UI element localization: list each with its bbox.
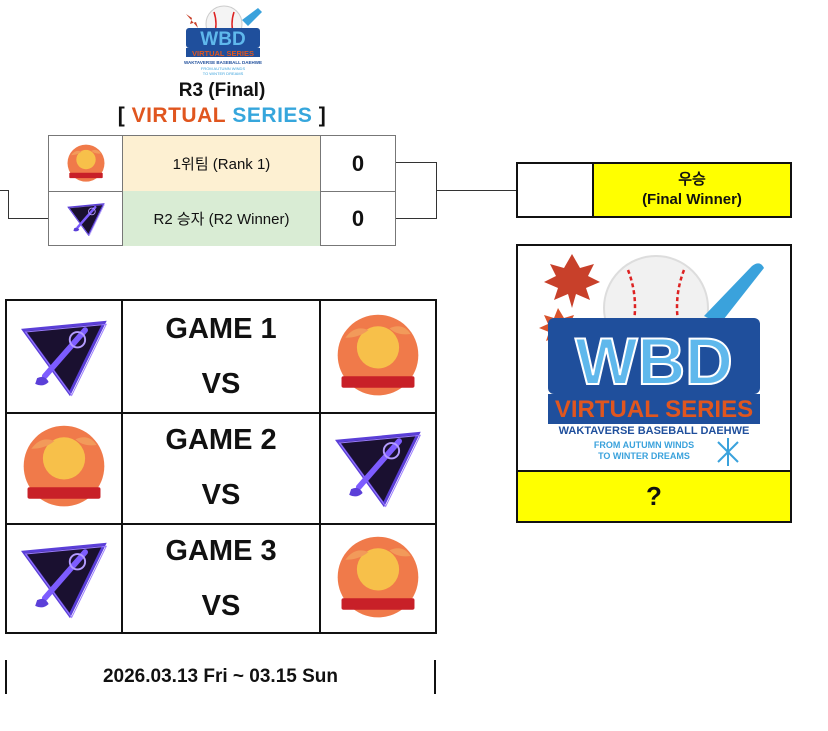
pretty-peaches-logo	[330, 531, 426, 627]
winner-label-en: (Final Winner)	[642, 191, 742, 208]
game-matchup: GAME 3 VS	[123, 523, 321, 634]
svg-text:FROM AUTUMN WINDS: FROM AUTUMN WINDS	[201, 66, 246, 71]
svg-text:VIRTUAL SERIES: VIRTUAL SERIES	[555, 396, 753, 423]
svg-text:WBD: WBD	[575, 324, 733, 398]
winner-trophy-box: WBD VIRTUAL SERIES WAKTAVERSE BASEBALL D…	[516, 244, 792, 523]
bracket-right-connector-top	[396, 162, 436, 163]
date-right-bar	[434, 660, 436, 694]
pretty-peaches-logo	[330, 309, 426, 405]
bracket-row-rank1: 1위팀 (Rank 1) 0	[49, 136, 395, 192]
game-left-team	[7, 523, 123, 634]
game-right-team	[321, 412, 435, 523]
winner-result: ?	[518, 472, 790, 521]
bracket-right-connector-bottom	[396, 218, 436, 219]
winner-label: 우승 (Final Winner)	[594, 164, 790, 216]
subtitle-open-bracket: [	[117, 104, 132, 127]
subtitle-close-bracket: ]	[312, 104, 327, 127]
svg-text:TO WINTER DREAMS: TO WINTER DREAMS	[598, 451, 690, 461]
team-label: 1위팀 (Rank 1)	[123, 136, 321, 191]
wbd-logo-large: WBD VIRTUAL SERIES WAKTAVERSE BASEBALL D…	[518, 246, 790, 472]
game-title: GAME 3	[165, 534, 277, 567]
game-vs: VS	[201, 589, 241, 622]
subtitle-virtual: VIRTUAL	[131, 104, 227, 127]
bracket-left-connector-vert	[8, 190, 9, 218]
triangle-bat-logo	[330, 420, 426, 516]
bracket-right-connector-out	[436, 190, 516, 191]
game-vs: VS	[201, 478, 241, 511]
game-left-team	[7, 412, 123, 523]
round-title: R3 (Final)	[178, 80, 266, 101]
team-score: 0	[351, 150, 365, 176]
pretty-peaches-logo	[16, 420, 112, 516]
svg-text:FROM AUTUMN WINDS: FROM AUTUMN WINDS	[594, 440, 694, 450]
bracket-row-r2-winner: R2 승자 (R2 Winner) 0	[49, 191, 395, 246]
triangle-bat-logo	[16, 531, 112, 627]
team-label: R2 승자 (R2 Winner)	[123, 191, 321, 246]
svg-text:WAKTAVERSE BASEBALL DAEHWE: WAKTAVERSE BASEBALL DAEHWE	[184, 60, 262, 65]
game-left-team	[7, 301, 123, 412]
game-right-team	[321, 523, 435, 634]
game-title: GAME 1	[165, 312, 277, 345]
triangle-bat-logo	[16, 309, 112, 405]
final-winner-box: 우승 (Final Winner)	[516, 162, 792, 218]
winner-label-ko: 우승	[678, 171, 706, 188]
game-row-2: GAME 2 VS	[7, 412, 435, 525]
svg-text:TO WINTER DREAMS: TO WINTER DREAMS	[203, 71, 244, 76]
svg-text:WBD: WBD	[200, 29, 245, 50]
game-matchup: GAME 2 VS	[123, 412, 321, 523]
series-date: 2026.03.13 Fri ~ 03.15 Sun	[102, 666, 338, 687]
game-row-3: GAME 3 VS	[7, 523, 435, 634]
winner-logo-slot	[518, 164, 594, 216]
series-subtitle: [ VIRTUAL SERIES ]	[104, 104, 340, 128]
triangle-bat-logo	[65, 198, 107, 240]
team-logo-cell	[49, 136, 123, 191]
game-row-1: GAME 1 VS	[7, 301, 435, 414]
pretty-peaches-logo	[64, 142, 108, 186]
subtitle-series: SERIES	[232, 104, 313, 127]
final-bracket: 1위팀 (Rank 1) 0 R2 승자 (R2 Winner) 0	[48, 135, 396, 246]
game-matchup: GAME 1 VS	[123, 301, 321, 412]
team-score: 0	[351, 205, 365, 231]
game-right-team	[321, 301, 435, 412]
team-logo-cell	[49, 191, 123, 246]
date-left-bar	[5, 660, 7, 694]
game-vs: VS	[201, 367, 241, 400]
game-title: GAME 2	[165, 423, 277, 456]
games-schedule: GAME 1 VS GAME 2 VS GAME 3 VS	[5, 299, 437, 634]
svg-text:WAKTAVERSE BASEBALL DAEHWE: WAKTAVERSE BASEBALL DAEHWE	[559, 425, 750, 437]
bracket-left-connector	[0, 190, 8, 191]
wbd-logo-small: WBD VIRTUAL SERIES WAKTAVERSE BASEBALL D…	[180, 2, 266, 76]
bracket-left-connector-2	[8, 218, 48, 219]
svg-text:VIRTUAL SERIES: VIRTUAL SERIES	[192, 49, 254, 58]
